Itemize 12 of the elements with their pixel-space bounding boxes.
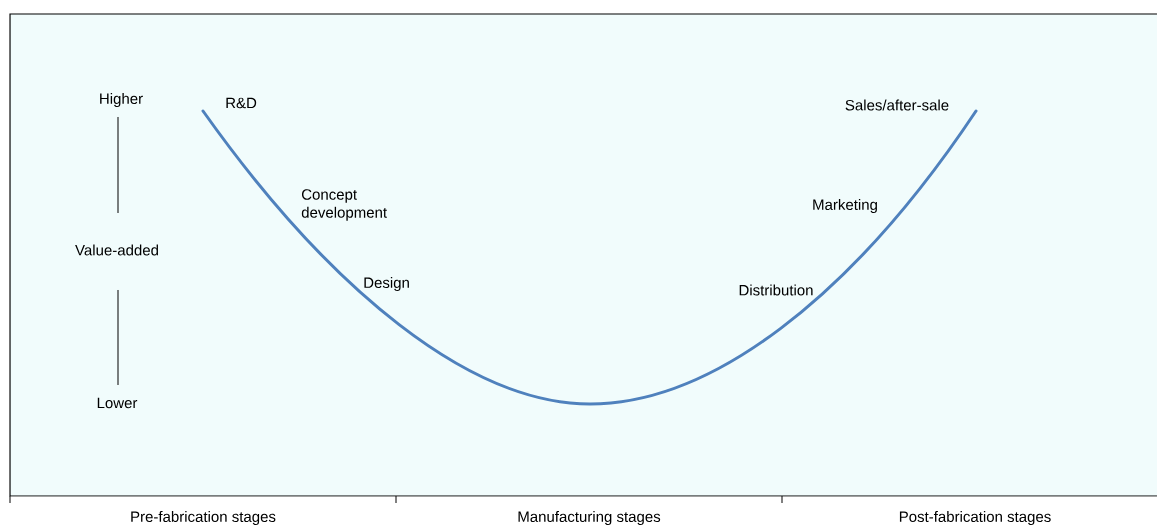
stage-label: Higher xyxy=(100,93,143,107)
stage-label: Concept development xyxy=(301,189,387,221)
stage-label: R&D xyxy=(226,97,257,109)
axis-label: Post-fabrication stages xyxy=(899,511,1051,525)
stage-label: Distribution xyxy=(739,284,813,296)
stage-label: Design xyxy=(364,277,409,291)
axis-label: Manufacturing stages xyxy=(518,511,661,525)
stage-label: Lower xyxy=(97,397,138,409)
stage-label: Value-added xyxy=(75,244,158,256)
stage-label: Marketing xyxy=(813,199,877,213)
stage-label: Sales/after-sale xyxy=(845,99,949,111)
axis-label: Pre-fabrication stages xyxy=(131,511,276,525)
